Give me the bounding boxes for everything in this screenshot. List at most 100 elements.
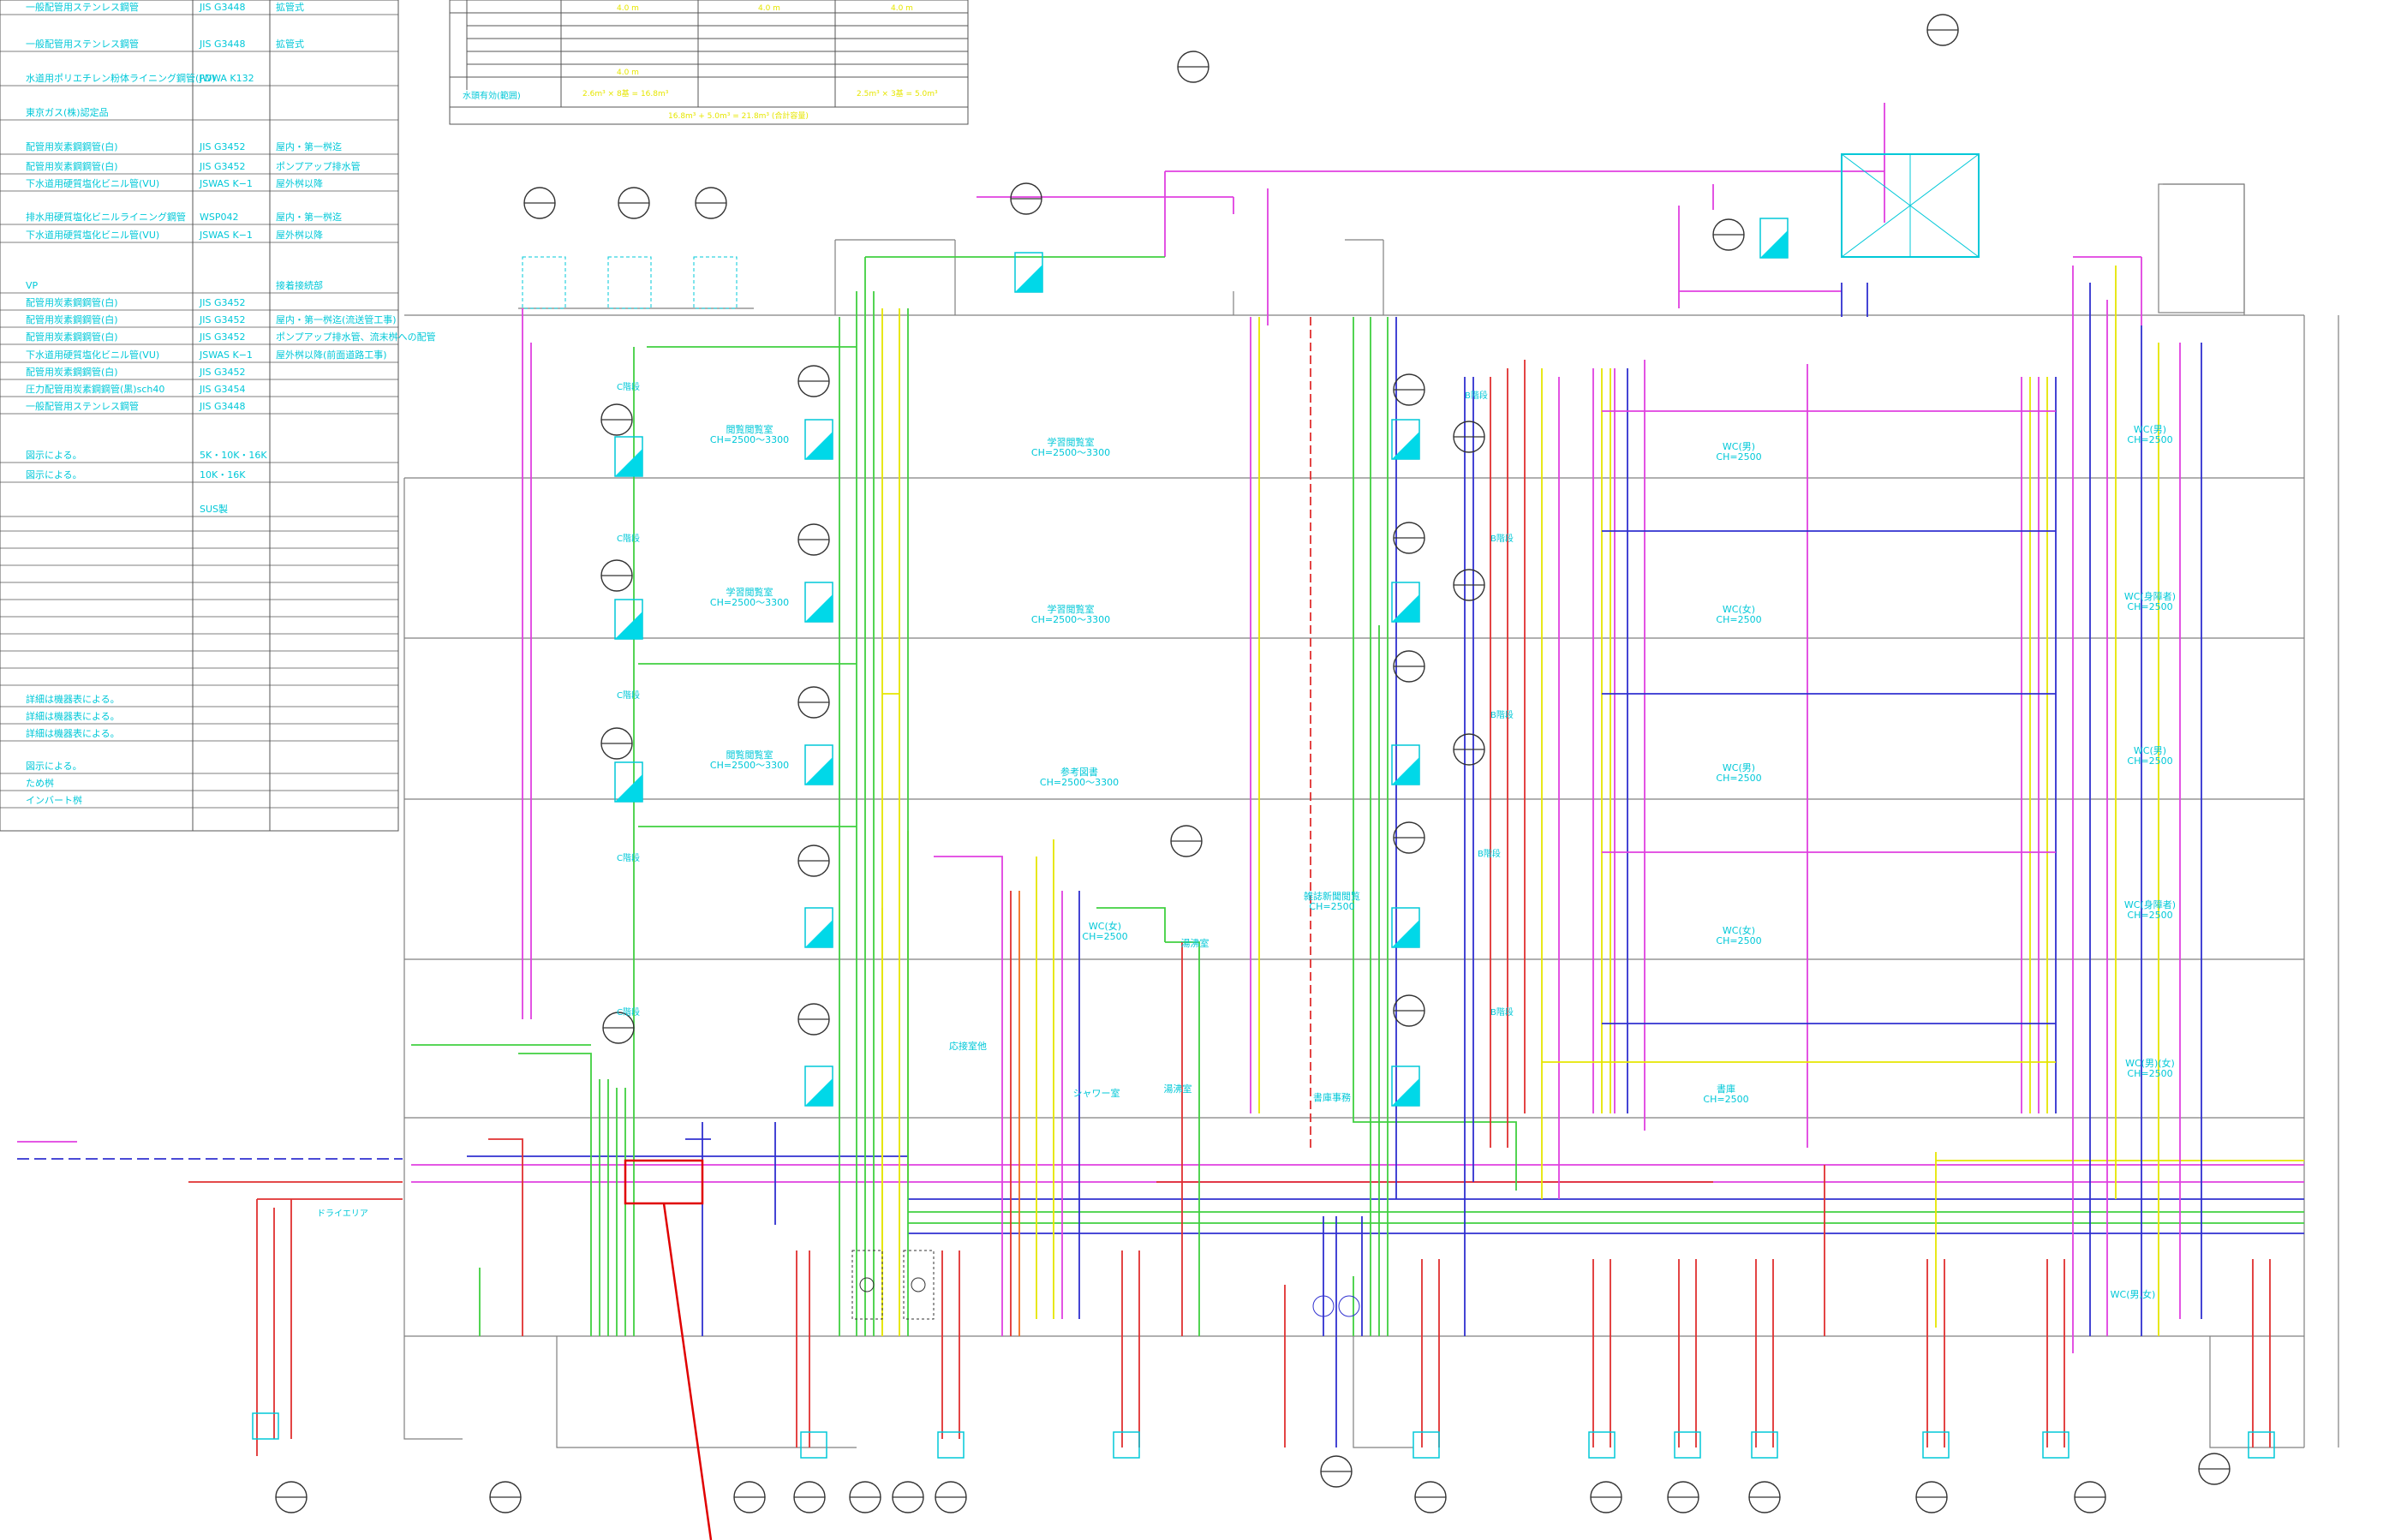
fixture-box [804,582,833,623]
stair-label: C階段 [617,852,640,863]
stair-label: B階段 [1490,533,1514,544]
pipe-network [17,103,2304,1456]
section-marker-circle [1414,1481,1447,1513]
legend-row-text: 一般配管用ステンレス鋼管 [26,38,139,50]
room-ceiling-height: CH=2500〜3300 [1031,614,1110,625]
legend-row-code: JIS G3448 [199,39,246,50]
legend-row-text: 詳細は機器表による。 [26,693,120,705]
legend-row-note: 屋内・第一桝迄(流送管工事) [276,313,397,325]
legend-row-text: 下水道用硬質塩化ビニル管(VU) [26,177,159,189]
legend-row-code: JIS G3452 [199,141,246,152]
legend-row-code: JIS G3448 [199,2,246,13]
section-marker-circle [275,1481,308,1513]
drain-pit [1588,1431,1616,1459]
legend-row-note: 拡管式 [276,1,304,13]
room-ceiling-height: CH=2500 [2127,755,2172,767]
legend-row-code: 5K・10K・16K [200,450,267,461]
stair-label: B階段 [1465,390,1488,401]
legend-row-text: 一般配管用ステンレス鋼管 [26,1,139,13]
room-ceiling-height: CH=2500〜3300 [1040,777,1119,788]
legend-row-code: JWWA K132 [199,73,254,84]
room-ceiling-height: CH=2500 [2127,601,2172,612]
section-marker-circle [523,187,556,219]
fixture-box [1391,582,1420,623]
fixture-box [804,744,833,785]
room-ceiling-height: CH=2500〜3300 [710,434,789,445]
legend-row-code: JIS G3454 [199,384,246,395]
fixture-box [614,761,643,803]
drain-pit [937,1431,965,1459]
building-floor-frame [403,183,2339,1448]
room-name: 書庫事務 [1313,1091,1351,1103]
top-table-value-4: 4.0 m [617,69,639,77]
legend-row-text: 一般配管用ステンレス鋼管 [26,400,139,412]
section-marker-circle [733,1481,766,1513]
room-name: WC(女) [1723,603,1755,615]
room-ceiling-height: CH=2500 [1309,901,1354,912]
room-name: WC(身障者) [2124,590,2176,602]
room-name: 閲覧閲覧室 [726,749,773,761]
legend-row-code: SUS製 [200,503,228,515]
top-table-value-3: 4.0 m [891,4,913,13]
drain-pit [252,1412,279,1440]
fixture-box [614,599,643,640]
section-marker-circle [793,1481,826,1513]
drain-pit [1413,1431,1440,1459]
section-marker-circle [1170,825,1203,857]
legend-row-text: 下水道用硬質塩化ビニル管(VU) [26,349,159,361]
section-marker-circle [1590,1481,1622,1513]
top-table-value-1: 4.0 m [617,4,639,13]
section-marker-circle [1453,733,1485,766]
stair-label: B階段 [1478,848,1501,859]
section-marker-circle [849,1481,881,1513]
room-name: 書庫 [1717,1083,1735,1095]
section-marker-circle [1915,1481,1948,1513]
section-marker-circle [1393,650,1425,683]
drain-pit [1113,1431,1140,1459]
section-marker-circle [1667,1481,1699,1513]
stair-label: C階段 [617,689,640,701]
stair-label: C階段 [617,1006,640,1018]
legend-row-text: 図示による。 [26,469,82,481]
legend-row-text: 配管用炭素鋼鋼管(白) [26,140,118,152]
top-table-footer-label: 水頭有効(範囲) [463,90,521,101]
room-ceiling-height: CH=2500 [1703,1094,1748,1105]
fixture-box [1391,744,1420,785]
legend-row-note: 拡管式 [276,38,304,50]
fixture-box [804,907,833,948]
room-name: 応接室他 [949,1040,987,1052]
section-marker-circle [1393,994,1425,1027]
legend-row-text: ため桝 [26,777,54,789]
fixture-box [1391,419,1420,460]
legend-row-text: 図示による。 [26,761,82,772]
section-marker-circle [1010,182,1042,215]
section-marker-circle [797,686,830,719]
pump-unit-2 [903,1250,935,1320]
section-marker-circle [600,727,633,760]
fixtures-layer [252,14,2275,1513]
legend-row-note: 屋内・第一桝迄 [276,140,342,152]
highlight-callout [624,1159,713,1540]
section-marker-circle [797,365,830,397]
room-name: WC(男) [2134,745,2166,756]
room-name: 湯沸室 [1181,937,1209,949]
fixture-box [804,419,833,460]
room-name: WC(身障者) [2124,898,2176,910]
section-marker-circle [1453,421,1485,453]
room-name: 学習閲覧室 [1048,603,1095,615]
room-ceiling-height: CH=2500〜3300 [710,760,789,771]
fixture-box [1014,252,1043,293]
room-ceiling-height: CH=2500 [1716,614,1761,625]
legend-row-code: JIS G3448 [199,401,246,412]
legend-row-code: WSP042 [200,212,239,223]
stair-label: C階段 [617,533,640,544]
drain-pit [1751,1431,1778,1459]
legend-row-code: 10K・16K [200,469,246,481]
room-name: WC(男)(女) [2125,1057,2175,1069]
room-ceiling-height: CH=2500 [2127,910,2172,921]
section-marker-circle [1320,1455,1353,1488]
room-ceiling-height: CH=2500〜3300 [1031,447,1110,458]
